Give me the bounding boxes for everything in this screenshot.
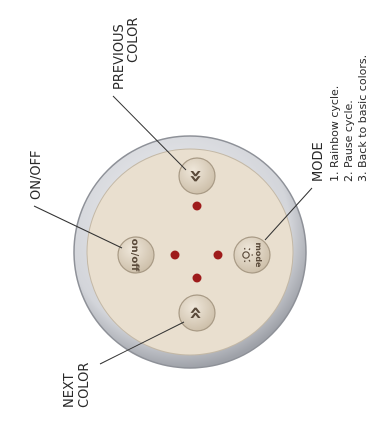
mode-label-block: MODE 1. Rainbow cycle. 2. Pause cycle. 3…	[311, 55, 369, 182]
on-off-label: ON/OFF	[29, 150, 44, 200]
next-chevron-icon: «	[183, 306, 208, 320]
previous-label-line1: PREVIOUS	[112, 24, 127, 90]
next-color-label: NEXT COLOR	[62, 363, 92, 408]
next-label-line1: NEXT	[62, 373, 77, 408]
mode-item-3: 3. Back to basic colors.	[356, 55, 369, 182]
on-off-button-label: on/off	[129, 239, 140, 273]
mode-button-label: mode	[254, 243, 263, 269]
previous-color-label: PREVIOUS COLOR	[112, 18, 141, 90]
led-bottom	[193, 274, 202, 283]
led-left	[171, 251, 180, 260]
previous-label-line2: COLOR	[126, 18, 141, 63]
previous-chevron-icon: »	[183, 169, 208, 183]
next-color-button[interactable]: «	[179, 295, 215, 331]
mode-label-title: MODE	[311, 142, 326, 182]
led-top	[193, 202, 202, 211]
led-right	[214, 251, 223, 260]
on-off-button[interactable]: on/off	[118, 237, 154, 273]
mode-item-1: 1. Rainbow cycle.	[328, 86, 341, 182]
mode-button[interactable]: mode	[234, 237, 270, 273]
next-label-line2: COLOR	[77, 363, 92, 408]
mode-item-2: 2. Pause cycle.	[342, 100, 355, 182]
previous-color-button[interactable]: »	[179, 158, 215, 194]
